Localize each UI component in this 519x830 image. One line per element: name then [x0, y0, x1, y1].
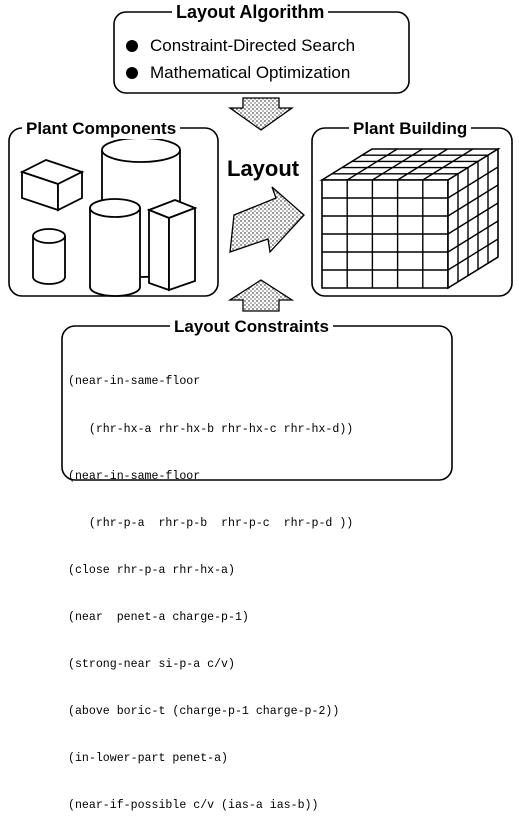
grid-line [422, 148, 474, 181]
constraints-title: Layout Constraints [170, 317, 333, 337]
grid-line [372, 148, 423, 181]
algorithm-item: Constraint-Directed Search [126, 35, 355, 57]
component-cylinder-small [32, 228, 66, 285]
grid-line [447, 220, 499, 253]
algorithm-title: Layout Algorithm [172, 2, 329, 22]
algorithm-item-label: Constraint-Directed Search [150, 36, 356, 55]
diagram-canvas [8, 11, 513, 481]
constraint-line: (near-in-same-floor [68, 469, 201, 483]
bullet-icon [126, 67, 138, 79]
constraint-line: (close rhr-p-a rhr-hx-a) [68, 563, 235, 577]
constraint-line: (rhr-hx-a rhr-hx-b rhr-hx-c rhr-hx-d)) [68, 422, 354, 436]
arrow-components-to-building [229, 186, 305, 254]
component-cylinder-medium [89, 198, 141, 297]
bullet-icon [126, 40, 138, 52]
arrow-algorithm-to-layout [227, 97, 295, 131]
constraint-line: (in-lower-part penet-a) [68, 752, 229, 766]
algorithm-item: Mathematical Optimization [126, 62, 350, 84]
constraint-line: (near penet-a charge-p-1) [68, 610, 249, 624]
arrow-constraints-to-layout [227, 279, 295, 312]
constraint-line: (near-if-possible c/v (ias-a ias-b)) [68, 799, 319, 813]
constraint-line: (above boric-t (charge-p-1 charge-p-2)) [68, 705, 340, 719]
grid-line [346, 148, 398, 181]
constraints-list: (near-in-same-floor (rhr-hx-a rhr-hx-b r… [68, 343, 353, 830]
grid-line [447, 202, 499, 235]
building-grid-cube [319, 147, 501, 290]
layout-label: Layout [227, 156, 300, 181]
components-title: Plant Components [22, 119, 181, 139]
grid-line [447, 166, 499, 199]
constraint-line: (near-in-same-floor [68, 375, 201, 389]
constraint-line: (strong-near si-p-a c/v) [68, 658, 235, 672]
grid-line [447, 184, 499, 217]
building-title: Plant Building [349, 119, 472, 139]
grid-line [447, 238, 499, 271]
constraint-line: (rhr-p-a rhr-p-b rhr-p-c rhr-p-d )) [68, 516, 354, 530]
component-box-tall [146, 199, 198, 292]
component-box-small [19, 159, 85, 212]
building-grid-lines [322, 148, 499, 288]
grid-line [397, 148, 448, 181]
algorithm-item-label: Mathematical Optimization [150, 63, 351, 82]
